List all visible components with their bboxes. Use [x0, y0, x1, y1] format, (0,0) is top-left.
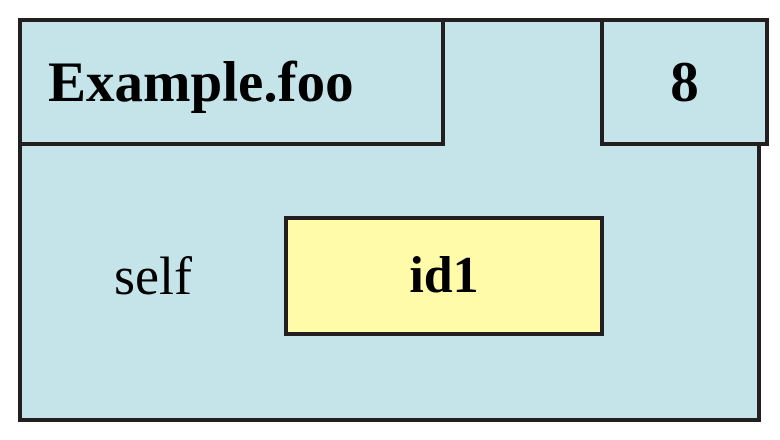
frame-title-label: Example.foo — [48, 50, 354, 114]
frame-title-cell[interactable]: Example.foo — [18, 18, 445, 146]
frame-badge-label: 8 — [670, 50, 699, 114]
variable-name-label: self — [114, 246, 192, 306]
frame-body: self id1 — [22, 146, 757, 418]
frame-badge-cell[interactable]: 8 — [600, 18, 769, 146]
object-frame-box[interactable]: Example.foo 8 self id1 — [18, 18, 769, 422]
variable-value-label: id1 — [409, 247, 479, 304]
variable-value-box[interactable]: id1 — [284, 216, 604, 336]
frame-header-row: Example.foo 8 — [18, 18, 769, 146]
variable-row: self id1 — [22, 214, 604, 338]
